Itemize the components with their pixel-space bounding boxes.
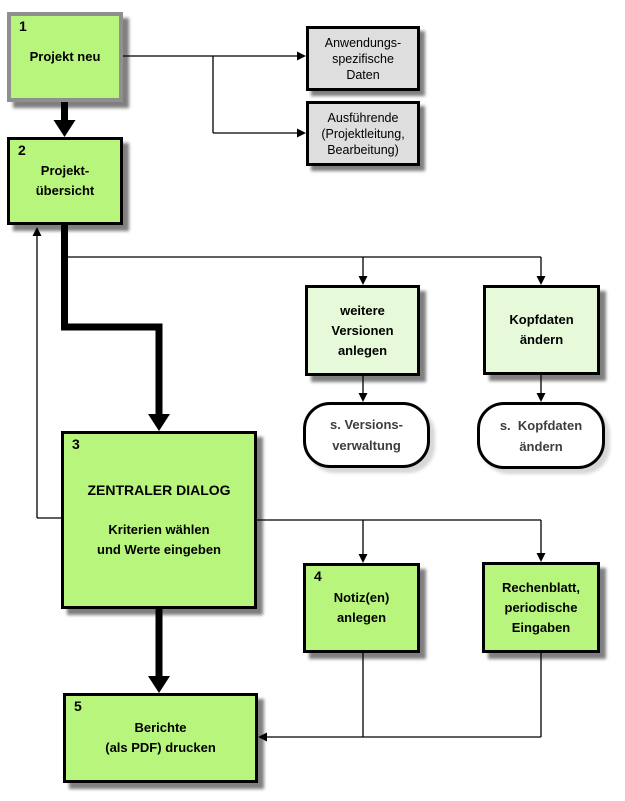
node-rechenblatt: Rechenblatt, periodische Eingaben xyxy=(482,562,600,653)
step-number: 5 xyxy=(74,698,82,714)
node-label: Notiz(en) xyxy=(333,590,390,605)
big-arrowhead-into-box3 xyxy=(148,414,170,431)
node-label: Projekt neu xyxy=(29,49,101,64)
node-label: s. Versions- xyxy=(330,417,403,432)
node-label: Versionen xyxy=(331,322,394,338)
arrowhead-into-stadium-versionsverwaltung xyxy=(358,393,368,402)
arrowhead-into-gray-top xyxy=(297,51,306,61)
arrowhead-into-box4 xyxy=(358,554,368,563)
arrowhead-into-stadium-kopfdaten xyxy=(536,393,546,402)
node-zentraler-dialog: 3 ZENTRALER DIALOG Kriterien wählen und … xyxy=(61,431,257,609)
node-notizen-anlegen: 4 Notiz(en) anlegen xyxy=(303,563,420,653)
step-number: 3 xyxy=(72,436,80,452)
arrowhead-into-rechenblatt xyxy=(536,553,546,562)
small-arrowheads xyxy=(32,51,546,742)
arrowhead-into-gray-bottom xyxy=(297,128,306,138)
node-label: ändern xyxy=(519,438,563,454)
node-label: (Projektleitung, xyxy=(321,126,405,141)
big-arrowhead-into-box5 xyxy=(148,676,170,693)
node-label: Daten xyxy=(346,67,380,82)
node-label: verwaltung xyxy=(332,438,401,453)
node-projekt-neu: 1 Projekt neu xyxy=(7,12,123,102)
big-arrowhead-into-box2 xyxy=(53,120,76,137)
node-label: Kriterien wählen xyxy=(108,522,210,537)
node-label: weitere xyxy=(340,302,385,318)
node-label: anlegen xyxy=(337,342,388,358)
thick-connectors xyxy=(61,102,163,677)
thick-line-box2-to-box3 xyxy=(61,225,163,415)
node-ausfuehrende: Ausführende (Projektleitung, Bearbeitung… xyxy=(306,101,420,166)
node-label: und Werte eingeben xyxy=(97,542,221,557)
node-label: Projekt- xyxy=(40,163,90,178)
arrowhead-into-box5-right xyxy=(258,732,267,742)
big-arrowheads xyxy=(53,120,170,693)
node-label: übersicht xyxy=(35,183,95,198)
node-label: anlegen xyxy=(336,610,387,625)
node-label: Kopfdaten xyxy=(509,312,574,327)
node-label: spezifische xyxy=(332,51,394,66)
node-label: s. Kopfdaten xyxy=(499,417,583,433)
node-label: Rechenblatt, xyxy=(501,579,580,595)
step-number: 2 xyxy=(18,142,26,158)
thin-connectors xyxy=(36,55,542,738)
node-weitere-versionen-anlegen: weitere Versionen anlegen xyxy=(305,285,420,376)
node-label: periodische xyxy=(504,599,578,615)
arrowhead-into-kopfdaten-aendern xyxy=(536,276,546,285)
node-berichte-drucken: 5 Berichte (als PDF) drucken xyxy=(63,693,258,783)
node-anwendungsspezifische-daten: Anwendungs- spezifische Daten xyxy=(306,26,420,91)
node-label: Eingaben xyxy=(511,619,571,635)
node-kopfdaten-aendern: Kopfdaten ändern xyxy=(483,285,600,375)
node-label: Berichte xyxy=(134,720,187,735)
arrowhead-into-weitere-versionen xyxy=(358,276,368,285)
node-label: (als PDF) drucken xyxy=(105,740,216,755)
node-title: ZENTRALER DIALOG xyxy=(87,482,231,498)
node-label: Anwendungs- xyxy=(324,35,402,50)
node-label: ändern xyxy=(519,332,564,347)
arrowhead-into-box2-bottom xyxy=(32,227,42,236)
step-number: 4 xyxy=(314,568,322,584)
node-ref-versionsverwaltung: s. Versions- verwaltung xyxy=(303,402,430,468)
step-number: 1 xyxy=(19,18,27,34)
node-ref-kopfdaten-aendern: s. Kopfdaten ändern xyxy=(477,402,605,469)
node-projekt-uebersicht: 2 Projekt- übersicht xyxy=(7,137,123,225)
node-label: Ausführende xyxy=(327,110,399,125)
node-label: Bearbeitung) xyxy=(327,142,399,157)
